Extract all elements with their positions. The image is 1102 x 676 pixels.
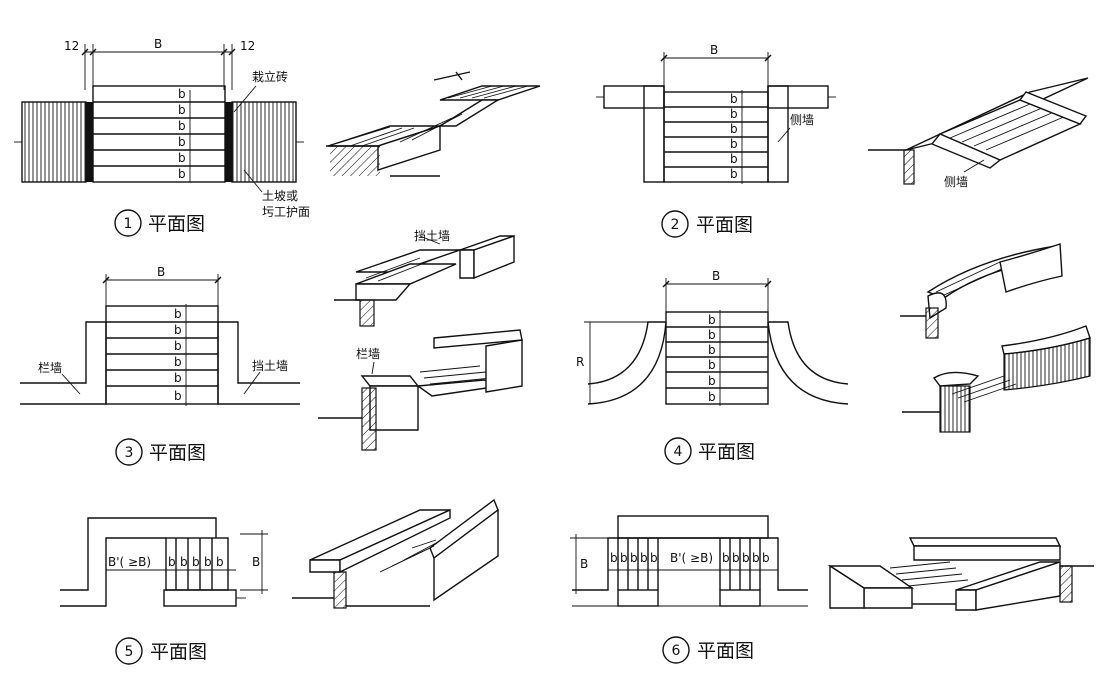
caption-plan-3: 平面图 <box>149 442 206 464</box>
dim-tread-b: b <box>216 555 224 569</box>
caption-plan-5: 平面图 <box>150 641 207 663</box>
caption-number-3: 3 <box>125 445 134 461</box>
perspective-1 <box>326 71 541 177</box>
plan-2: B b b b b b b 侧墙 2 平面图 <box>596 43 836 238</box>
dim-tread-b: b <box>610 551 618 565</box>
dim-tread-b: b <box>180 555 188 569</box>
dim-width-b: B <box>710 43 718 57</box>
dim-inner-width: B'( ≥B) <box>670 551 713 565</box>
dim-tread-b: b <box>174 307 182 321</box>
dim-tread-b: b <box>730 122 738 136</box>
label-upright-brick: 栽立砖 <box>252 69 288 84</box>
dim-tread-b: b <box>178 119 186 133</box>
dim-tread-b: b <box>708 358 716 372</box>
dim-edge-left: 12 <box>64 39 79 53</box>
dim-tread-b: b <box>178 87 186 101</box>
plan-6: b b b b b B'( ≥B) b b b b b B 6 平面图 <box>570 515 808 664</box>
dim-tread-b: b <box>742 551 750 565</box>
dim-tread-b: b <box>762 551 770 565</box>
dim-tread-b: b <box>752 551 760 565</box>
caption-number-2: 2 <box>671 217 680 233</box>
dim-tread-b: b <box>178 151 186 165</box>
dim-tread-b: b <box>730 167 738 181</box>
dim-tread-b: b <box>708 328 716 342</box>
perspective-6 <box>827 537 1094 611</box>
dim-tread-b: b <box>174 355 182 369</box>
label-parapet-wall: 栏墙 <box>38 360 62 375</box>
plan-1: 12 B 12 b b b b b b 栽立砖 土坡或 圬工护面 1 平面图 <box>14 37 310 237</box>
caption-plan-4: 平面图 <box>698 441 755 463</box>
dim-tread-b: b <box>630 551 638 565</box>
label-slope-line2: 圬工护面 <box>262 205 310 219</box>
perspective-3b: 栏墙 <box>318 329 523 451</box>
dim-tread-b: b <box>178 103 186 117</box>
dim-edge-right: 12 <box>240 39 255 53</box>
dim-tread-b: b <box>174 389 182 403</box>
dim-tread-b: b <box>730 152 738 166</box>
dim-tread-b: b <box>192 555 200 569</box>
dim-width-b: B <box>712 269 720 283</box>
dim-tread-b: b <box>640 551 648 565</box>
label-slope-line1: 土坡或 <box>262 189 298 203</box>
dim-tread-b: b <box>174 339 182 353</box>
dim-radius-r: R <box>576 355 584 369</box>
dim-tread-b: b <box>708 343 716 357</box>
dim-tread-b: b <box>650 551 658 565</box>
label-retaining-wall: 挡土墙 <box>252 359 288 373</box>
dim-tread-b: b <box>708 313 716 327</box>
perspective-3a: 挡土墙 <box>334 229 515 327</box>
dim-tread-b: b <box>708 374 716 388</box>
perspective-4a <box>900 243 1063 339</box>
dim-tread-b: b <box>178 135 186 149</box>
caption-number-6: 6 <box>672 643 681 659</box>
caption-number-1: 1 <box>124 216 133 232</box>
perspective-4b <box>902 325 1091 433</box>
label-parapet-wall: 栏墙 <box>356 346 380 361</box>
caption-plan-1: 平面图 <box>148 213 205 235</box>
dim-tread-b: b <box>620 551 628 565</box>
dim-width-b: B <box>580 557 588 571</box>
dim-tread-b: b <box>174 371 182 385</box>
dim-width-b: B <box>154 37 162 51</box>
caption-number-5: 5 <box>125 644 134 660</box>
plan-3: B b b b b b b 栏墙 挡土墙 3 平面图 <box>20 265 300 466</box>
label-side-wall: 侧墙 <box>790 113 814 127</box>
label-side-wall: 侧墙 <box>944 175 968 189</box>
caption-number-4: 4 <box>674 444 683 460</box>
dim-tread-b: b <box>204 555 212 569</box>
label-retaining-wall: 挡土墙 <box>414 229 450 243</box>
dim-tread-b: b <box>168 555 176 569</box>
dim-tread-b: b <box>730 107 738 121</box>
dim-tread-b: b <box>732 551 740 565</box>
dim-tread-b: b <box>174 323 182 337</box>
dim-tread-b: b <box>722 551 730 565</box>
dim-tread-b: b <box>730 137 738 151</box>
plan-5: B'( ≥B) b b b b b B 5 平面图 <box>60 517 268 665</box>
dim-tread-b: b <box>708 390 716 404</box>
perspective-5 <box>292 498 499 609</box>
dim-tread-b: b <box>730 92 738 106</box>
plan-4: B b b b b b b R 4 平面图 <box>576 269 849 465</box>
caption-plan-6: 平面图 <box>697 640 754 662</box>
dim-tread-b: b <box>178 167 186 181</box>
perspective-2: 侧墙 <box>868 77 1089 189</box>
caption-plan-2: 平面图 <box>696 214 753 236</box>
dim-width-b: B <box>157 265 165 279</box>
dim-inner-width: B'( ≥B) <box>108 555 151 569</box>
dim-width-b: B <box>252 555 260 569</box>
